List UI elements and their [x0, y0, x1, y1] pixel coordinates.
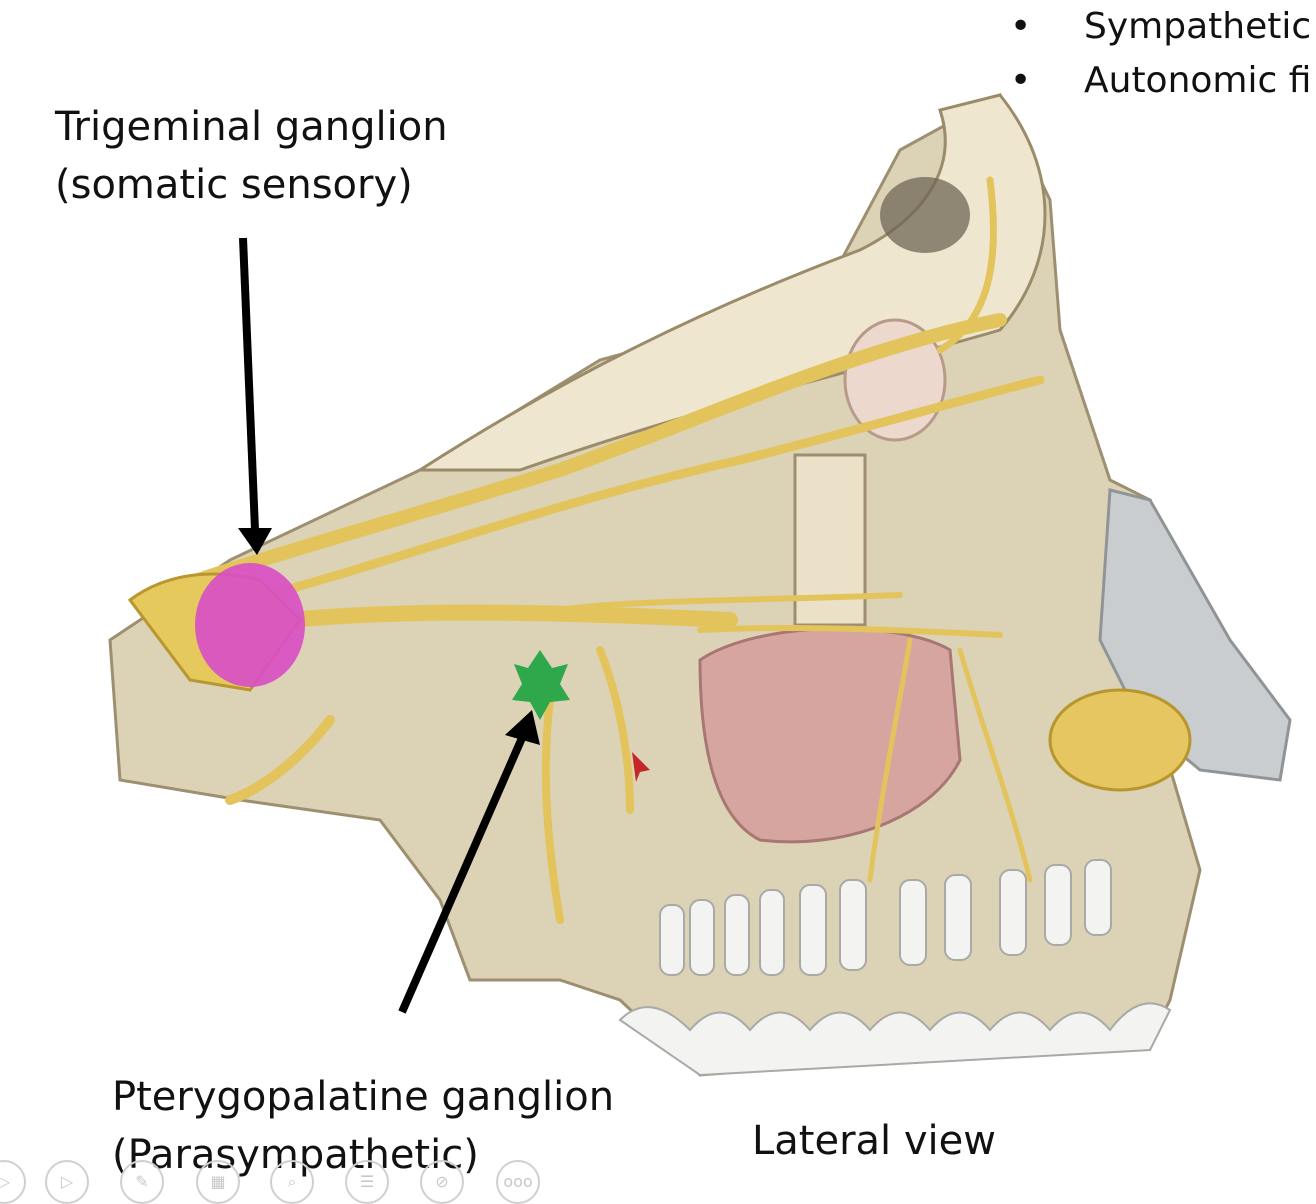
bullet-list: • Sympathetic • Autonomic fi — [1010, 0, 1311, 108]
bullet-item: • Autonomic fi — [1010, 54, 1311, 108]
bullet-text: Autonomic fi — [1084, 60, 1312, 101]
bullet-icon: • — [1010, 6, 1032, 47]
hide-slide-icon[interactable]: ⊘ — [420, 1160, 464, 1204]
teeth — [618, 859, 1172, 1077]
slideshow-toolbar: ▷ ▷ ✎ ▦ ⌕ ☰ ⊘ ooo — [0, 1150, 560, 1204]
trigeminal-ganglion-label: Trigeminal ganglion (somatic sensory) — [55, 98, 448, 214]
pterygopalatine-ganglion-highlight — [512, 650, 570, 720]
notes-icon[interactable]: ⌕ — [270, 1160, 314, 1204]
bullet-text: Sympathetic — [1084, 6, 1312, 47]
pen-icon[interactable]: ▷ — [45, 1160, 89, 1204]
trigeminal-label-line2: (somatic sensory) — [55, 162, 413, 208]
cursor-icon — [632, 752, 650, 782]
slides-icon[interactable]: ✎ — [120, 1160, 164, 1204]
trigeminal-label-line1: Trigeminal ganglion — [55, 104, 448, 150]
play-icon[interactable]: ▷ — [0, 1160, 26, 1204]
hide-icon[interactable]: ☰ — [345, 1160, 389, 1204]
pointer-arrows — [238, 237, 540, 1014]
frontal-sinus — [880, 177, 970, 253]
bullet-icon: • — [1010, 60, 1032, 101]
zoom-icon[interactable]: ▦ — [196, 1160, 240, 1204]
pterygo-label-line1: Pterygopalatine ganglion — [112, 1074, 615, 1120]
nerve-branches — [133, 176, 1045, 924]
trigeminal-ganglion-highlight — [195, 563, 305, 687]
nasal-gland — [1048, 688, 1192, 792]
bullet-item: • Sympathetic — [1010, 0, 1311, 54]
more-icon[interactable]: ooo — [496, 1160, 540, 1204]
view-caption: Lateral view — [752, 1118, 996, 1164]
